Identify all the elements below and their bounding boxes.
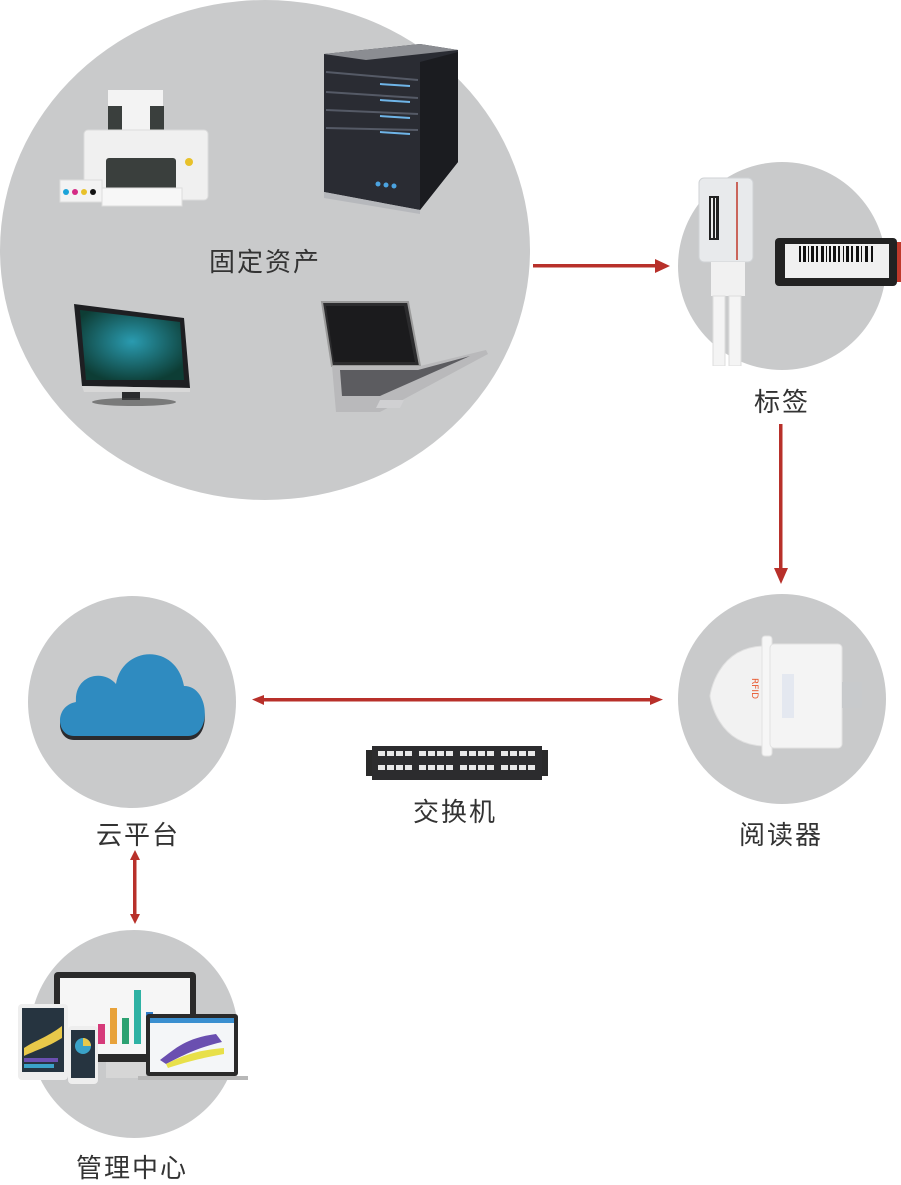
switch-port <box>519 751 526 756</box>
cloud-platform-label: 云平台 <box>95 821 180 851</box>
management-center-label: 管理中心 <box>75 1154 188 1184</box>
switch-port <box>478 751 485 756</box>
switch-port <box>419 751 426 756</box>
switch-port <box>487 751 494 756</box>
switch-port <box>460 765 467 770</box>
switch-port <box>437 751 444 756</box>
switch-port <box>510 765 517 770</box>
switch-port <box>428 751 435 756</box>
switch-port <box>446 751 453 756</box>
switch-port <box>396 751 403 756</box>
switch-port <box>487 765 494 770</box>
switch-port <box>528 765 535 770</box>
tag-label: 标签 <box>753 388 810 418</box>
switch-port <box>469 765 476 770</box>
dashboard-devices-icon <box>16 968 252 1088</box>
fixed-assets-label: 固定资产 <box>208 248 321 278</box>
arrow-assets-to-tag <box>533 258 673 274</box>
switch-port <box>387 751 394 756</box>
switch-port <box>519 765 526 770</box>
switch-port <box>437 765 444 770</box>
switch-port <box>460 751 467 756</box>
switch-port <box>405 765 412 770</box>
arrow-tag-to-reader <box>773 424 789 586</box>
switch-port <box>428 765 435 770</box>
rfid-reader-icon: RFID <box>706 632 862 760</box>
cloud-icon <box>52 640 214 742</box>
switch-port <box>528 751 535 756</box>
tag-device-icon <box>697 176 757 366</box>
printer-icon <box>58 88 216 212</box>
arrow-cloud-management <box>127 850 143 924</box>
switch-port <box>378 751 385 756</box>
switch-port <box>510 751 517 756</box>
switch-port <box>478 765 485 770</box>
switch-port <box>469 751 476 756</box>
svg-text:RFID: RFID <box>749 678 759 699</box>
laptop-icon <box>320 300 490 416</box>
barcode-tag-icon <box>775 236 901 288</box>
switch-port <box>405 751 412 756</box>
switch-label: 交换机 <box>412 798 497 828</box>
switch-port <box>501 765 508 770</box>
desktop-monitor-icon <box>72 300 196 410</box>
switch-port <box>419 765 426 770</box>
server-icon <box>320 42 472 214</box>
switch-port <box>396 765 403 770</box>
switch-port <box>378 765 385 770</box>
network-switch-icon <box>366 744 548 782</box>
switch-port <box>446 765 453 770</box>
arrow-cloud-reader <box>252 694 664 708</box>
switch-port <box>501 751 508 756</box>
reader-label: 阅读器 <box>738 821 823 851</box>
switch-port <box>387 765 394 770</box>
